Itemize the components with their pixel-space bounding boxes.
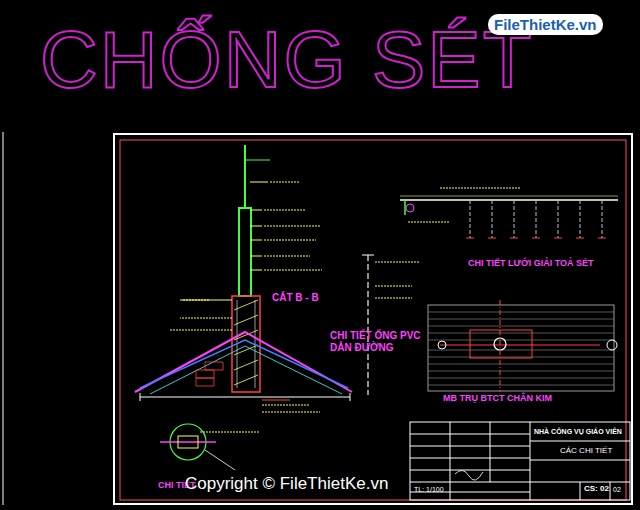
clamp-detail: [160, 424, 235, 470]
section-title: CẮT B - B: [272, 292, 319, 304]
sheet-frame: [3, 132, 632, 505]
roof-section: [135, 332, 352, 401]
copyright-watermark: Copyright © FileThietKe.vn: [185, 474, 388, 494]
sheet-name: CÁC CHI TIẾT: [560, 446, 612, 455]
pvc-pipe-detail: [362, 255, 420, 395]
detail-title: CHI TIẾT LƯỚI GIẢI TOẢ SÉT: [468, 258, 593, 268]
sheet-number: CS: 02: [584, 484, 609, 493]
lightning-grid-detail: [400, 188, 618, 238]
rod-base-plan: [428, 300, 617, 392]
scale-note: TL: 1/100: [414, 486, 444, 494]
detail-title: MB TRỤ BTCT CHÂN KIM: [443, 393, 552, 403]
title-block: [410, 422, 630, 500]
annotation-leaders: [170, 182, 322, 432]
project-name: NHÀ CÔNG VỤ GIÁO VIÊN: [534, 428, 622, 436]
site-logo: FileThietKe.vn: [488, 14, 603, 35]
lightning-rod: [232, 145, 270, 392]
sheet-total: 02: [613, 486, 621, 494]
detail-title: CHI TIẾT ỐNG PVC DẪN ĐƯỜNG: [330, 330, 434, 353]
drawing-title: CHỐNG SÉT: [40, 14, 534, 106]
